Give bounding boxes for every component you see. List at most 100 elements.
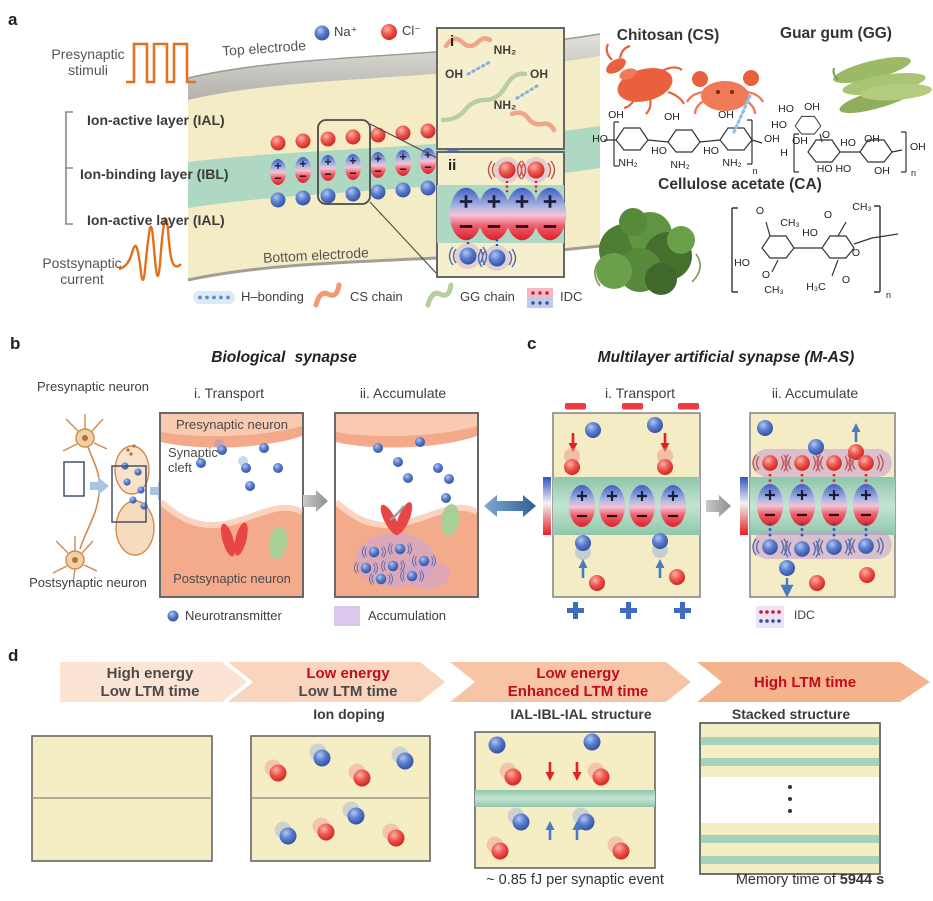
svg-text:HO: HO — [771, 119, 787, 131]
svg-text:OH: OH — [804, 101, 820, 113]
accumulate-box-c — [740, 412, 896, 598]
svg-text:NH₂: NH₂ — [722, 157, 741, 169]
cs-chain-icon — [313, 282, 342, 308]
d-box-4-stacked — [699, 722, 881, 875]
guar-beans-art — [832, 56, 932, 114]
banner-seg-4: High LTM time — [753, 674, 857, 691]
ivy-plant-art — [594, 208, 701, 295]
inset-i-nh2-bottom: NH₂ — [493, 98, 517, 112]
postsynaptic-waveform-icon — [118, 217, 182, 281]
caption-energy: ~ 0.85 fJ per synaptic event — [486, 872, 664, 888]
svg-text:HO: HO — [651, 145, 667, 157]
svg-text:HO: HO — [840, 137, 856, 149]
svg-text:OH: OH — [874, 165, 890, 177]
bio-artificial-double-arrow — [484, 495, 536, 517]
svg-text:CH₃: CH₃ — [852, 201, 871, 213]
chitosan-structure — [604, 94, 763, 167]
inset-i-nh2-top: NH₂ — [493, 43, 517, 57]
synapse-box-membranes — [159, 412, 304, 598]
layer-bracket — [65, 111, 73, 225]
accumulation-icon — [334, 606, 360, 626]
chem-labels: OH OH OH HO HO NH₂ HO NH₂ NH₂ OH n HO OH… — [592, 101, 926, 300]
svg-text:OH: OH — [608, 109, 624, 121]
svg-text:H₃C: H₃C — [806, 281, 826, 293]
svg-text:HO: HO — [592, 133, 608, 145]
svg-text:HO: HO — [734, 257, 750, 269]
cellulose-acetate-title: Cellulose acetate (CA) — [658, 176, 822, 193]
neuron-art — [52, 414, 169, 584]
panel-b-title: Biological synapse — [211, 349, 357, 366]
svg-text:OH: OH — [664, 111, 680, 123]
transport-box-contents-b — [196, 439, 288, 559]
svg-text:O: O — [762, 269, 770, 281]
arrow-b-i-to-ii — [303, 490, 328, 512]
svg-text:n: n — [886, 290, 891, 300]
legend-gg-chain: GG chain — [460, 289, 515, 304]
legend-accumulation: Accumulation — [368, 608, 447, 623]
box-presynaptic-label: Presynaptic neuron — [175, 417, 289, 432]
inset-i-oh-right: OH — [530, 67, 548, 81]
inset-i-label: i — [450, 33, 455, 50]
idc-legend-icon — [756, 606, 784, 628]
na-ion-icon — [314, 25, 330, 41]
banner-chevrons — [60, 662, 930, 702]
legend-neurotransmitter: Neurotransmitter — [185, 608, 282, 623]
d-box-1 — [31, 735, 213, 862]
device-ion-rows — [269, 119, 462, 275]
zoom-region-outline — [317, 119, 371, 205]
accumulate-box-contents-b — [354, 437, 460, 589]
chitosan-title: Chitosan (CS) — [616, 27, 720, 44]
svg-text:O: O — [842, 274, 850, 286]
svg-text:NH₂: NH₂ — [670, 159, 689, 171]
svg-text:CH₃: CH₃ — [780, 217, 799, 229]
inset-ii-label: ii — [448, 157, 457, 174]
memory-time-value: 5944 s — [839, 872, 885, 888]
svg-text:O: O — [852, 247, 860, 259]
box-postsynaptic-label: Postsynaptic neuron — [173, 571, 291, 586]
cellulose-acetate-structure — [731, 205, 899, 293]
sublabel-ial-ibl-ial: IAL-IBL-IAL structure — [510, 706, 652, 722]
panel-d-label: d — [8, 646, 19, 665]
svg-text:H: H — [780, 147, 788, 159]
lobster-crab-art — [605, 43, 765, 115]
svg-text:HO: HO — [802, 227, 818, 239]
inset-i-oh-left: OH — [445, 67, 463, 81]
gg-chain-icon — [425, 282, 454, 308]
svg-text:O: O — [822, 129, 830, 141]
b-step-ii-label: ii. Accumulate — [359, 385, 447, 401]
legend-cs-chain: CS chain — [350, 289, 403, 304]
layer-label-ial-top: Ion-active layer (IAL) — [87, 112, 225, 128]
inset-ii-idc — [436, 151, 568, 278]
postsynaptic-neuron-label: Postsynaptic neuron — [29, 575, 147, 590]
guar-gum-title: Guar gum (GG) — [780, 25, 892, 42]
svg-text:HO: HO — [703, 145, 719, 157]
svg-text:OH: OH — [792, 135, 808, 147]
presynaptic-waveform-icon — [126, 42, 196, 84]
svg-text:OH: OH — [864, 133, 880, 145]
hbond-dotted-line — [732, 94, 752, 134]
svg-text:OH: OH — [764, 133, 780, 145]
svg-text:n: n — [911, 168, 916, 178]
svg-text:OH: OH — [718, 109, 734, 121]
layer-label-ial-bottom: Ion-active layer (IAL) — [87, 212, 225, 228]
svg-text:NH₂: NH₂ — [618, 157, 637, 169]
c-step-ii-label: ii. Accumulate — [771, 385, 859, 401]
panel-c-title: Multilayer artificial synapse (M-AS) — [597, 349, 855, 366]
svg-text:CH₃: CH₃ — [764, 284, 783, 296]
inset-i-hbonding — [436, 27, 565, 150]
panel-a-label: a — [8, 10, 18, 29]
d-box-2 — [250, 735, 431, 862]
svg-text:OH: OH — [910, 141, 926, 153]
legend-h-bonding: H–bonding — [241, 289, 304, 304]
sublabel-ion-doping: Ion doping — [313, 706, 385, 722]
caption-memory: Memory time of 5944 s — [735, 872, 885, 888]
cl-ion-icon — [381, 24, 397, 40]
svg-text:HO: HO — [778, 103, 794, 115]
c-step-i-label: i. Transport — [604, 385, 676, 401]
sublabel-stacked: Stacked structure — [731, 706, 851, 722]
